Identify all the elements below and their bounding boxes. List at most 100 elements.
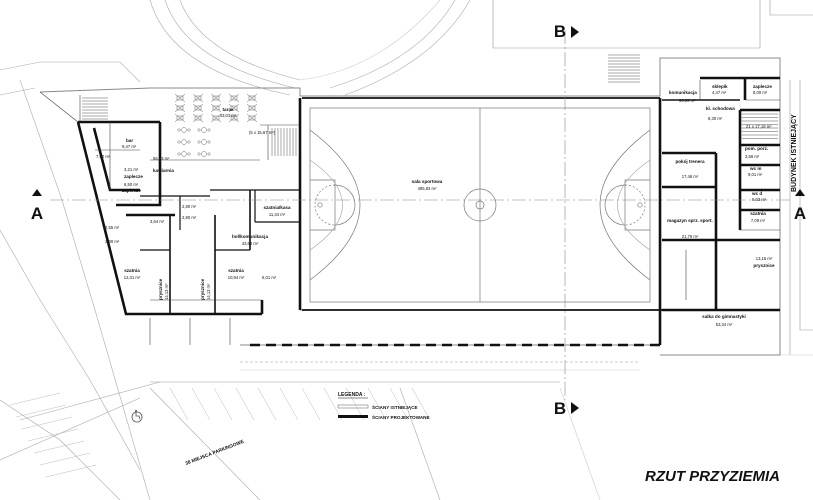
parking-label: 38 MIEJSCA PARKINGOWE (185, 439, 246, 467)
room-zaplecze-bar-area: 3,21 m² (124, 167, 139, 172)
room-prysznice-r-name: prysznice (753, 263, 775, 268)
room-zaplecze-bar-name: zaplecze (124, 174, 143, 179)
plan-title: RZUT PRZYZIEMIA (645, 468, 780, 485)
terrace-chair (210, 93, 222, 103)
terrace-chair (174, 113, 186, 123)
cafe-chair (207, 140, 211, 144)
section-labels: A A B B (31, 22, 806, 418)
parking-stalls (9, 387, 431, 478)
terrace-table (212, 115, 220, 121)
terrace-chair (192, 103, 204, 113)
cafe-chair (187, 140, 191, 144)
section-b-bottom-label: B (554, 399, 566, 418)
terrace-table (230, 95, 238, 101)
legend-existing-label: ŚCIANY ISTNIEJĄCE (372, 404, 418, 410)
room-komunikacja-name: komunikacja (669, 90, 697, 95)
room-zaplecze2-name: zaplecze (122, 188, 141, 193)
section-a-left-label: A (31, 204, 43, 223)
cafe-table (181, 127, 187, 133)
room-szatnia-kasa-area: 11,34 m² (269, 212, 286, 217)
cafe-chair (197, 128, 201, 132)
room-hol-name: hol/komunikacja (232, 234, 268, 239)
terrace-table (248, 105, 256, 111)
parking-stall-line (213, 387, 233, 421)
room-prysznice2-name: prysznice (200, 278, 205, 300)
room-zaplecze-r-area: 8,00 m² (753, 90, 768, 95)
room-stair-right-area: 21 x 17,18 m² (746, 124, 772, 129)
parking-stall-line (21, 416, 73, 430)
room-bar-small-area: 7,90 m² (96, 154, 111, 159)
sports-court (309, 107, 651, 303)
room-gimnastyka-name: salka do gimnastyki (702, 314, 746, 319)
cafe-chair (197, 140, 201, 144)
room-wc-d-area: 8,03 m² (752, 197, 767, 202)
terrace-chair (210, 103, 222, 113)
cafe-table (201, 151, 207, 157)
cafe-chair (207, 128, 211, 132)
room-szatnia-mid-area: 10,94 m² (228, 275, 245, 280)
room-pokoj-trenera-name: pokój trenera (675, 159, 705, 164)
room-stair-area: (5 x 15,67 m²) (249, 130, 276, 135)
terrace-chair (246, 103, 258, 113)
terrace-chair (210, 113, 222, 123)
room-szatnia-left-area: 12,31 m² (124, 275, 141, 280)
room-prysznice2-area: 14,13 m² (206, 283, 211, 300)
parking-stall-line (301, 387, 321, 421)
parking-stall-line (39, 452, 91, 466)
room-hol-area: 43,64 m² (242, 241, 259, 246)
room-taras-name: taras (223, 107, 234, 112)
parking-stall-line (367, 387, 387, 421)
room-szatnia-r-name: szatnia (750, 211, 766, 216)
stairs (82, 54, 778, 156)
terrace-table (194, 115, 202, 121)
terrace-table (176, 115, 184, 121)
room-sc-d-area: 2,55 m² (105, 225, 120, 230)
room-sala-area: 495,63 m² (418, 186, 437, 191)
legend-designed-label: ŚCIANY PROJEKTOWANE (372, 414, 430, 420)
room-szatnia-r-area: 7,09 m² (751, 218, 766, 223)
terrace-chair (174, 103, 186, 113)
room-kl-schodowa-area: 8,30 m² (708, 116, 723, 121)
room-bar-name: bar (126, 138, 133, 143)
room-prysznice1-name: prysznice (158, 278, 163, 300)
cafe-chair (207, 152, 211, 156)
parking-stall-line (257, 387, 277, 421)
cafe-table (181, 139, 187, 145)
terrace-chair (192, 93, 204, 103)
parking-stall-line (15, 404, 67, 418)
room-pokoj-trenera-area: 17,46 m² (682, 174, 699, 179)
section-a-right-label: A (794, 204, 806, 223)
parking-stall-line (389, 387, 409, 421)
room-kawiarnia-name: kawiarnia (153, 168, 174, 173)
room-magazyn-name: magazyn sprz. sport. (667, 218, 713, 223)
terrace-chair (228, 103, 240, 113)
parking-stall-line (411, 387, 431, 421)
parking-stall-line (191, 387, 211, 421)
terrace-table (248, 115, 256, 121)
room-szatnia-mid-name: szatnia (228, 268, 244, 273)
terrace-chair (174, 93, 186, 103)
legend-existing-swatch (337, 404, 369, 409)
cafe-chair (177, 128, 181, 132)
parking-stall-line (9, 392, 61, 406)
parking-stall-line (323, 387, 343, 421)
room-pom-porz-area: 3,56 m² (745, 154, 760, 159)
section-b-top-label: B (554, 22, 566, 41)
section-a-right-arrow (795, 189, 805, 196)
section-a-left-arrow (32, 189, 42, 196)
cafe-table (201, 127, 207, 133)
designed-walls (76, 76, 780, 347)
room-pom-porz-name: pom. porz. (745, 146, 768, 151)
room-wc-m-name: wc m (749, 166, 762, 171)
room-magazyn-area: 21,79 m² (682, 234, 699, 239)
room-taras-area: 43,01 m² (220, 113, 237, 118)
terrace-table (194, 95, 202, 101)
cafe-chair (187, 128, 191, 132)
room-sc-c-area: 2,80 m² (182, 215, 197, 220)
room-sc-e-area: 3,90 m² (105, 239, 120, 244)
room-prysznice-r-area: 13,15 m² (756, 256, 773, 261)
room-gimnastyka-area: 53,34 m² (716, 322, 733, 327)
parking-stall-line (345, 387, 365, 421)
